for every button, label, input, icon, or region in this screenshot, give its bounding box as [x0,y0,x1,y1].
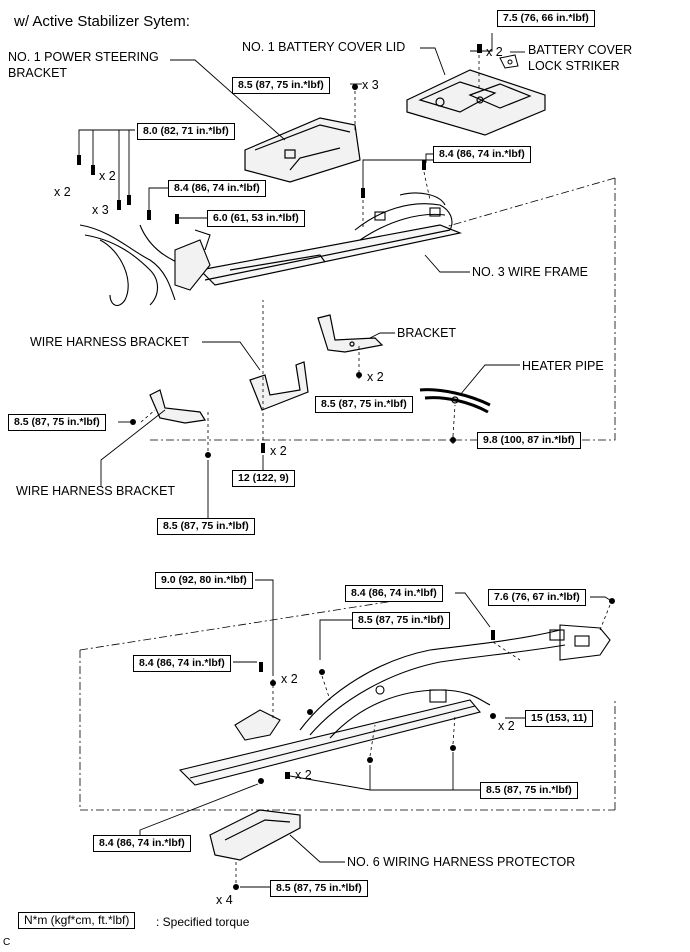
battery-cover-lid-drawing [406,69,546,136]
fastener-markers [77,44,615,890]
power-steering-bracket-drawing [244,117,361,183]
torque-8-4-b: 8.4 (86, 74 in.*lbf) [433,146,531,163]
torque-15: 15 (153, 11) [525,710,594,727]
torque-12: 12 (122, 9) [232,470,295,487]
corner-code: C [3,937,11,948]
torque-6-0: 6.0 (61, 53 in.*lbf) [207,210,305,227]
torque-8-5-right: 8.5 (87, 75 in.*lbf) [480,782,578,799]
label-battery-cover-lid: NO. 1 BATTERY COVER LID [242,40,406,54]
qty-12: x 2 [270,444,287,458]
qty-protector: x 4 [216,893,233,907]
leader-lines [78,33,611,888]
torque-8-4-d: 8.4 (86, 74 in.*lbf) [133,655,231,672]
qty-left-x2b: x 2 [99,169,116,183]
legend-text: : Specified torque [156,915,250,929]
lower-harness-drawing [178,624,611,786]
label-wiring-harness-protector: NO. 6 WIRING HARNESS PROTECTOR [347,855,576,869]
heater-pipe-drawing [419,388,491,414]
wire-harness-bracket-lower-drawing [149,389,206,424]
torque-8-5-top: 8.5 (87, 75 in.*lbf) [232,77,330,94]
label-lock-striker-line2: LOCK STRIKER [528,59,620,73]
label-lock-striker-line1: BATTERY COVER [528,43,633,57]
wire-frame-drawing [198,224,463,286]
qty-bracket: x 2 [367,370,384,384]
alignment-frame-lower [79,599,616,811]
torque-8-4-e: 8.4 (86, 74 in.*lbf) [93,835,191,852]
qty-lid: x 2 [486,45,503,59]
torque-9-0: 9.0 (92, 80 in.*lbf) [155,572,253,589]
torque-8-0: 8.0 (82, 71 in.*lbf) [137,123,235,140]
torque-7-5: 7.5 (76, 66 in.*lbf) [497,10,595,27]
qty-15: x 2 [498,719,515,733]
torque-8-5-bottom-left: 8.5 (87, 75 in.*lbf) [157,518,255,535]
torque-8-5-mid: 8.5 (87, 75 in.*lbf) [315,396,413,413]
label-bracket: BRACKET [397,326,457,340]
torque-8-5-lower: 8.5 (87, 75 in.*lbf) [352,612,450,629]
diagram-heading: w/ Active Stabilizer Sytem: [14,13,190,30]
torque-8-5-left: 8.5 (87, 75 in.*lbf) [8,414,106,431]
bracket-drawing [317,314,384,353]
label-power-steering-bracket-line1: NO. 1 POWER STEERING [8,50,159,64]
legend-torque-box: N*m (kgf*cm, ft.*lbf) [18,912,136,929]
qty-top-bolts: x 3 [362,78,379,92]
torque-8-4-c: 8.4 (86, 74 in.*lbf) [345,585,443,602]
qty-left-x3: x 3 [92,203,109,217]
qty-9-0: x 2 [281,672,298,686]
wire-harness-bracket-upper-drawing [249,361,309,411]
label-wire-harness-bracket-upper: WIRE HARNESS BRACKET [30,335,190,349]
harness-protector-drawing [209,809,301,861]
label-heater-pipe: HEATER PIPE [522,359,604,373]
qty-left-x2a: x 2 [54,185,71,199]
bolt-paths [140,55,611,883]
label-wire-harness-bracket-lower: WIRE HARNESS BRACKET [16,484,176,498]
upper-harness-drawing [79,224,211,306]
alignment-frame-upper [150,177,616,441]
torque-7-6: 7.6 (76, 67 in.*lbf) [488,589,586,606]
torque-8-5-protector: 8.5 (87, 75 in.*lbf) [270,880,368,897]
qty-mid-bottom: x 2 [295,768,312,782]
label-power-steering-bracket-line2: BRACKET [8,66,68,80]
torque-9-8: 9.8 (100, 87 in.*lbf) [477,432,581,449]
torque-8-4-a: 8.4 (86, 74 in.*lbf) [168,180,266,197]
upper-right-harness-drawing [354,192,453,241]
lock-striker-drawing [499,54,519,69]
label-wire-frame: NO. 3 WIRE FRAME [472,265,588,279]
